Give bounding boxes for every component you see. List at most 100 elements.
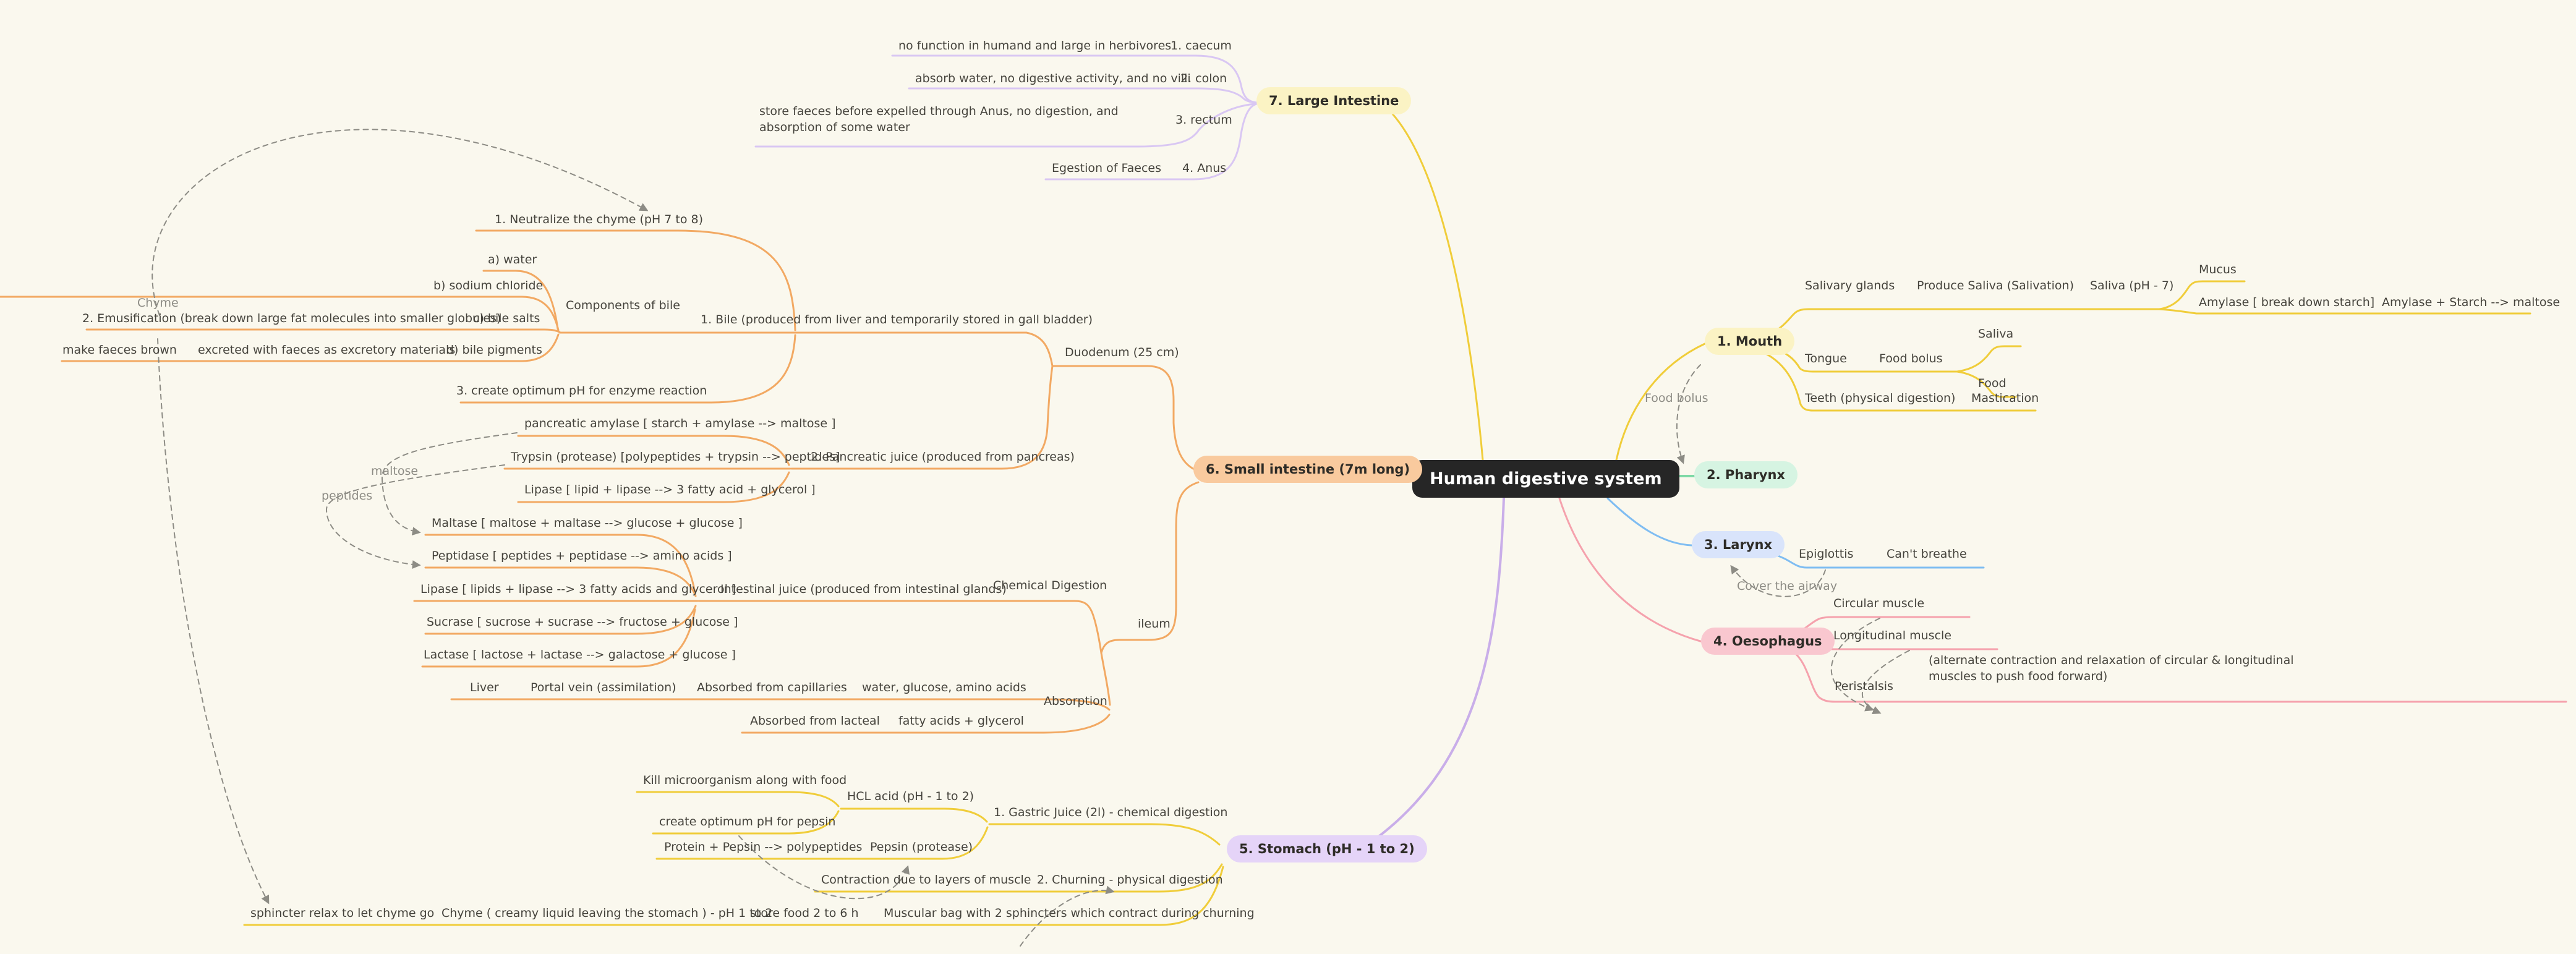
edge-stomach-to-churning: [814, 863, 1223, 893]
label-food[interactable]: Food: [1978, 377, 2007, 390]
edge-ph-to-pepsin-dashed: [738, 835, 910, 900]
label-liver[interactable]: Liver: [470, 681, 499, 694]
label-contraction[interactable]: Contraction due to layers of muscle: [821, 873, 1031, 887]
edge-peptides-loop-dashed: [325, 464, 505, 569]
label-fatty-acids[interactable]: fatty acids + glycerol: [898, 714, 1024, 728]
label-intestinal-lipase[interactable]: Lipase [ lipids + lipase --> 3 fatty aci…: [420, 582, 736, 596]
label-rectum[interactable]: 3. rectum: [1175, 113, 1232, 127]
label-saliva[interactable]: Saliva: [1978, 327, 2014, 341]
label-excreted[interactable]: excreted with faeces as excretory materi…: [198, 343, 456, 357]
label-caecum-desc[interactable]: no function in humand and large in herbi…: [898, 39, 1172, 53]
edge-root-to-oesophagus: [1558, 497, 1704, 643]
label-caecum[interactable]: 1. caecum: [1171, 39, 1232, 53]
edge-saliva-to-amylase: [2158, 308, 2531, 315]
label-protein-pepsin[interactable]: Protein + Pepsin --> polypeptides: [664, 840, 863, 854]
edge-li-to-anus: [1044, 103, 1258, 181]
label-absorbed-lacteal[interactable]: Absorbed from lacteal: [750, 714, 880, 728]
edge-absorption-capillaries-line: [450, 698, 1111, 711]
label-food-bolus[interactable]: Food bolus: [1879, 352, 1943, 365]
label-mucus[interactable]: Mucus: [2199, 263, 2237, 276]
label-duodenum[interactable]: Duodenum (25 cm): [1065, 346, 1179, 359]
label-tongue[interactable]: Tongue: [1805, 352, 1847, 365]
label-kill-microorganism[interactable]: Kill microorganism along with food: [643, 773, 847, 787]
label-create-ph-enzyme[interactable]: 3. create optimum pH for enzyme reaction: [456, 384, 707, 398]
label-water-glucose[interactable]: water, glucose, amino acids: [862, 681, 1026, 694]
label-cant-breathe[interactable]: Can't breathe: [1887, 547, 1967, 561]
label-peptides-ref[interactable]: peptides: [322, 489, 373, 503]
label-saliva-ph[interactable]: Saliva (pH - 7): [2090, 279, 2174, 292]
label-bile-pigments[interactable]: d) bile pigments: [446, 343, 542, 357]
edge-bolus-to-pharynx-dashed: [1676, 364, 1701, 464]
label-peristalsis-desc[interactable]: (alternate contraction and relaxation of…: [1929, 654, 2294, 683]
edge-chyme-to-neutralize-dashed: [151, 129, 649, 316]
label-food-bolus-ref[interactable]: Food bolus: [1645, 391, 1708, 405]
label-pancreatic-juice[interactable]: 2. Pancreatic juice (produced from pancr…: [811, 450, 1075, 464]
label-portal-vein[interactable]: Portal vein (assimilation): [531, 681, 676, 694]
label-longitudinal-muscle[interactable]: Longitudinal muscle: [1833, 629, 1951, 642]
label-maltose-ref[interactable]: maltose: [371, 464, 419, 478]
node-stomach[interactable]: 5. Stomach (pH - 1 to 2): [1227, 835, 1427, 862]
label-pancreatic-amylase[interactable]: pancreatic amylase [ starch + amylase --…: [524, 417, 836, 430]
node-root[interactable]: Human digestive system: [1412, 460, 1679, 498]
label-bile-salts[interactable]: c) bile salts: [473, 312, 540, 325]
label-anus[interactable]: 4. Anus: [1182, 161, 1227, 175]
edge-li-to-colon: [908, 87, 1258, 104]
node-larynx[interactable]: 3. Larynx: [1692, 531, 1785, 558]
label-teeth[interactable]: Teeth (physical digestion): [1805, 391, 1956, 405]
label-intestinal-juice[interactable]: Intestinal juice (produced from intestin…: [720, 582, 1007, 596]
node-large-intestine[interactable]: 7. Large Intestine: [1256, 87, 1412, 114]
label-sodium-chloride[interactable]: b) sodium chloride: [433, 279, 544, 292]
label-epiglottis[interactable]: Epiglottis: [1799, 547, 1854, 561]
label-components-of-bile[interactable]: Components of bile: [566, 299, 680, 312]
label-peptidase[interactable]: Peptidase [ peptides + peptidase --> ami…: [432, 549, 732, 563]
label-amylase[interactable]: Amylase [ break down starch]: [2199, 296, 2375, 309]
label-neutralize[interactable]: 1. Neutralize the chyme (pH 7 to 8): [495, 213, 704, 226]
label-produce-saliva[interactable]: Produce Saliva (Salivation): [1917, 279, 2074, 292]
label-absorption[interactable]: Absorption: [1044, 694, 1107, 708]
label-muscular-bag[interactable]: Muscular bag with 2 sphincters which con…: [884, 906, 1255, 920]
node-mouth[interactable]: 1. Mouth: [1705, 328, 1795, 355]
label-gastric-juice[interactable]: 1. Gastric Juice (2l) - chemical digesti…: [994, 806, 1228, 819]
node-oesophagus[interactable]: 4. Oesophagus: [1701, 628, 1835, 655]
label-absorbed-capillaries[interactable]: Absorbed from capillaries: [697, 681, 847, 694]
label-faeces-brown[interactable]: make faeces brown: [62, 343, 177, 357]
edge-epiglottis-to-larynx-dashed: [1730, 564, 1826, 597]
edge-stomach-bottom-row: [243, 866, 1224, 926]
label-trypsin[interactable]: Trypsin (protease) [polypeptides + tryps…: [511, 450, 840, 464]
label-chemical-digestion[interactable]: Chemical Digestion: [993, 579, 1107, 592]
label-anus-desc[interactable]: Egestion of Faeces: [1052, 161, 1161, 175]
label-emulsification[interactable]: 2. Emusification (break down large fat m…: [82, 312, 501, 325]
label-lactase[interactable]: Lactase [ lactose + lactase --> galactos…: [424, 648, 736, 662]
label-cover-airway[interactable]: Cover the airway: [1737, 579, 1838, 593]
label-colon[interactable]: 2. colon: [1180, 72, 1227, 85]
label-sphincter-relax[interactable]: sphincter relax to let chyme go: [250, 906, 435, 920]
label-amylase-starch[interactable]: Amylase + Starch --> maltose: [2382, 296, 2561, 309]
label-pepsin[interactable]: Pepsin (protease): [870, 840, 973, 854]
label-ileum[interactable]: ileum: [1138, 617, 1171, 631]
label-sucrase[interactable]: Sucrase [ sucrose + sucrase --> fructose…: [427, 615, 738, 629]
label-salivary-glands[interactable]: Salivary glands: [1805, 279, 1895, 292]
label-rectum-desc[interactable]: store faeces before expelled through Anu…: [759, 104, 1119, 134]
edge-gastric-to-hcl: [840, 807, 988, 823]
label-chyme-creamy[interactable]: Chyme ( creamy liquid leaving the stomac…: [441, 906, 773, 920]
label-maltase[interactable]: Maltase [ maltose + maltase --> glucose …: [432, 516, 743, 530]
label-mastication[interactable]: Mastication: [1971, 391, 2039, 405]
label-pancreatic-lipase[interactable]: Lipase [ lipid + lipase --> 3 fatty acid…: [524, 483, 816, 496]
node-small-intestine[interactable]: 6. Small intestine (7m long): [1193, 456, 1423, 483]
label-hcl-acid[interactable]: HCL acid (pH - 1 to 2): [847, 790, 975, 803]
label-store-food[interactable]: store food 2 to 6 h: [750, 906, 859, 920]
label-create-ph-pepsin[interactable]: create optimum pH for pepsin: [659, 815, 836, 828]
label-churning[interactable]: 2. Churning - physical digestion: [1037, 873, 1223, 887]
node-pharynx[interactable]: 2. Pharynx: [1694, 461, 1798, 488]
label-chyme-ref[interactable]: Chyme: [137, 296, 179, 310]
edge-oeso-to-circular: [1792, 616, 1971, 637]
label-peristalsis[interactable]: Peristalsis: [1835, 679, 1893, 693]
label-bile[interactable]: 1. Bile (produced from liver and tempora…: [701, 313, 1093, 326]
edge-small-intestine-to-duodenum: [1051, 365, 1200, 472]
label-water[interactable]: a) water: [488, 253, 537, 266]
label-colon-desc[interactable]: absorb water, no digestive activity, and…: [915, 72, 1191, 85]
edge-components-to-pigments: [61, 333, 560, 362]
label-circular-muscle[interactable]: Circular muscle: [1833, 597, 1925, 610]
edge-bolus-to-saliva: [1956, 345, 2022, 373]
edge-pancreatic-to-lipase: [517, 471, 790, 503]
